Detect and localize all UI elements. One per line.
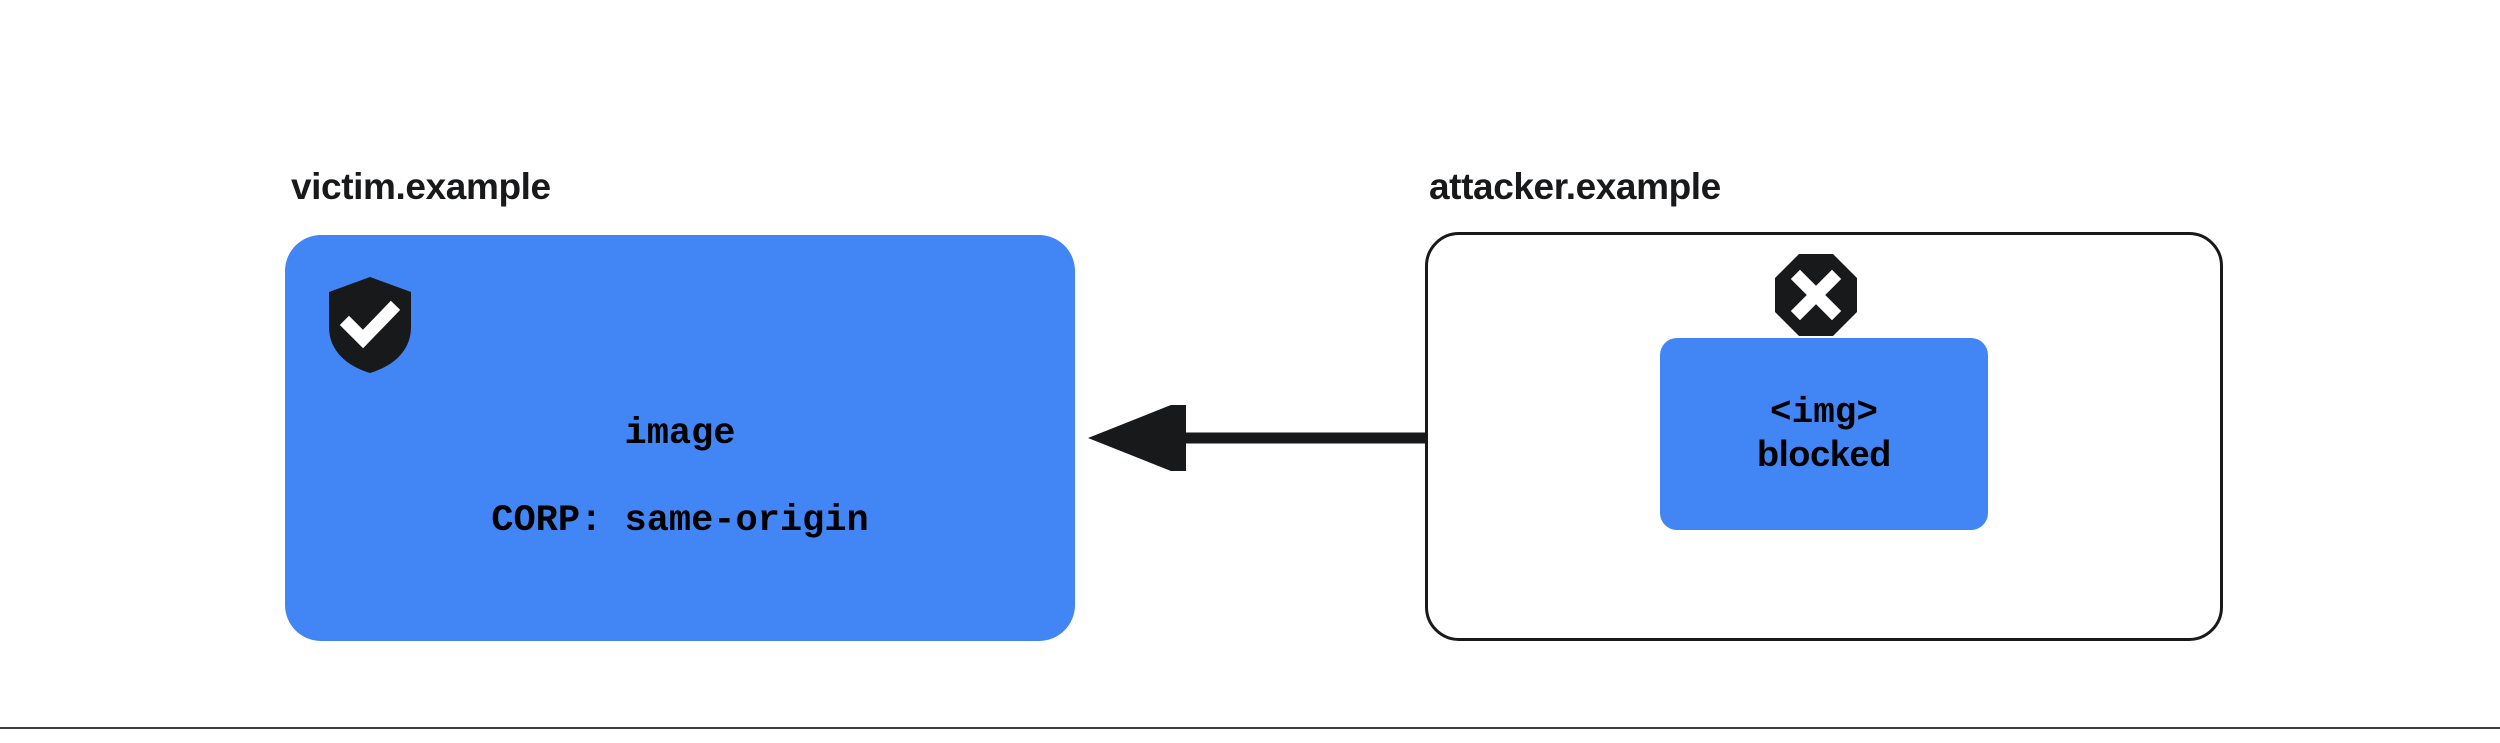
origin-label-victim: victim.example: [291, 166, 551, 207]
victim-panel-text: image CORP: same-origin: [285, 375, 1075, 582]
attacker-status-label: blocked: [1757, 432, 1891, 474]
octagon-x-icon: [1775, 254, 1857, 336]
origin-label-attacker: attacker.example: [1429, 166, 1721, 207]
victim-origin-panel: [285, 235, 1075, 641]
attacker-element-tag: <img>: [1769, 391, 1879, 433]
victim-corp-header: CORP: same-origin: [491, 500, 869, 543]
attacker-image-card: <img> blocked: [1660, 338, 1988, 530]
shield-check-icon: [329, 277, 411, 373]
bottom-divider: [0, 727, 2500, 729]
victim-resource-label: image: [624, 412, 736, 455]
